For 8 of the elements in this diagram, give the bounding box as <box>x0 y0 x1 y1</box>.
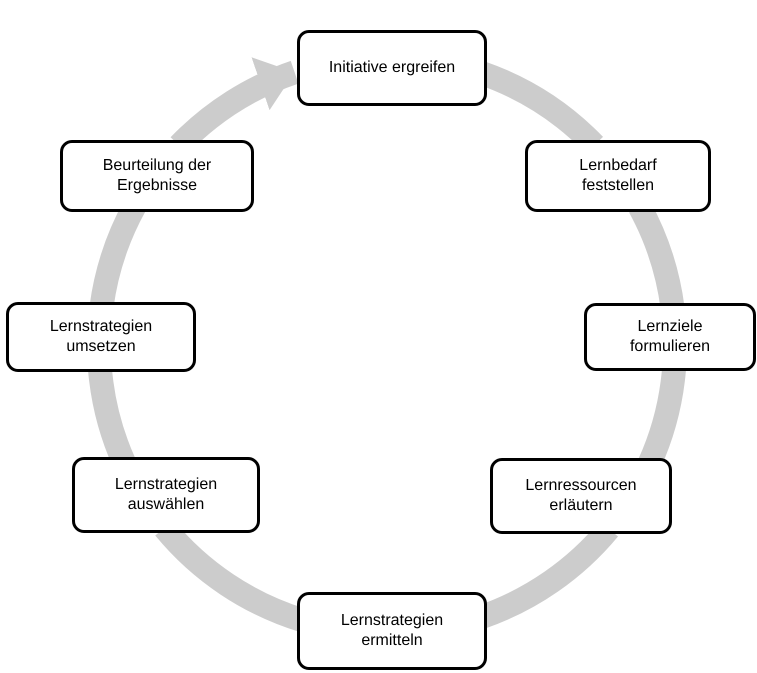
step-box: Lernstrategien ermitteln <box>297 592 487 670</box>
step-box: Lernstrategien umsetzen <box>6 302 196 372</box>
step-box: Initiative ergreifen <box>297 30 487 106</box>
step-box: Lernstrategien auswählen <box>72 457 260 533</box>
step-box: Beurteilung der Ergebnisse <box>60 140 254 212</box>
step-box: Lernbedarf feststellen <box>525 140 711 212</box>
step-box: Lernziele formulieren <box>584 303 756 371</box>
step-box: Lernressourcen erläutern <box>490 458 672 534</box>
